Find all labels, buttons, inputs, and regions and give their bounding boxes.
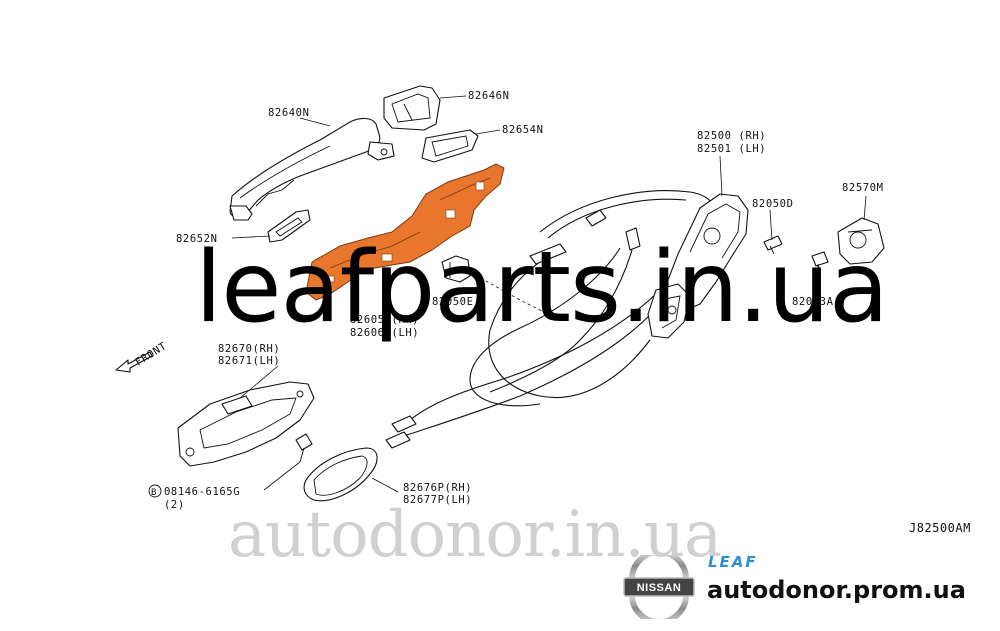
diagram-code: J82500AM xyxy=(909,521,971,535)
actuator-screw xyxy=(763,235,783,255)
leaf-model-badge: LEAF xyxy=(708,553,758,571)
label-82053A: 82053A xyxy=(792,296,834,308)
bolt-marker: B xyxy=(151,488,157,498)
label-82501-lh: 82501 (LH) xyxy=(697,143,766,155)
label-82646N: 82646N xyxy=(468,90,510,102)
label-82652N: 82652N xyxy=(176,233,218,245)
leafparts-watermark: leafparts.in.ua xyxy=(195,231,889,345)
inside-door-handle xyxy=(177,381,315,467)
label-82570M: 82570M xyxy=(842,182,884,194)
nissan-logo-text: NISSAN xyxy=(637,582,682,594)
nissan-logo: NISSAN xyxy=(623,555,695,619)
front-gasket xyxy=(267,209,311,243)
label-82654N: 82654N xyxy=(502,124,544,136)
door-lock-actuator xyxy=(647,193,749,339)
label-82500-rh: 82500 (RH) xyxy=(697,130,766,142)
label-82606H-lh: 82606H(LH) xyxy=(350,327,419,339)
bolt-callout: B 08146-6165G (2) xyxy=(148,484,240,511)
label-82670-rh: 82670(RH) xyxy=(218,343,280,355)
site-url: autodonor.prom.ua xyxy=(707,576,966,604)
outside-door-handle xyxy=(229,117,395,221)
rod-clip xyxy=(441,255,471,283)
lock-cables xyxy=(385,190,718,449)
front-direction-arrow: FRONT xyxy=(115,340,169,373)
label-82676P-rh: 82676P(RH) xyxy=(403,482,472,494)
label-82677P-lh: 82677P(LH) xyxy=(403,494,472,506)
label-82605H-rh: 82605H(RH) xyxy=(350,314,419,326)
door-striker xyxy=(837,217,885,265)
label-82640N: 82640N xyxy=(268,107,310,119)
key-cylinder-escutcheon xyxy=(383,85,441,131)
front-label: FRONT xyxy=(133,340,169,369)
rear-gasket xyxy=(421,129,479,163)
inside-handle-escutcheon xyxy=(303,447,378,502)
label-bolt-code: 08146-6165G xyxy=(164,486,240,498)
label-82050E: 82050E xyxy=(432,296,474,308)
striker-screw xyxy=(811,251,829,273)
label-82050D: 82050D xyxy=(752,198,794,210)
label-82671-lh: 82671(LH) xyxy=(218,355,280,367)
inside-handle-bolt xyxy=(295,433,313,463)
outside-handle-bracket-highlighted xyxy=(305,163,505,301)
leader-lines xyxy=(231,95,867,493)
clip-dashed-guide xyxy=(469,271,561,321)
label-bolt-qty: (2) xyxy=(164,499,185,511)
